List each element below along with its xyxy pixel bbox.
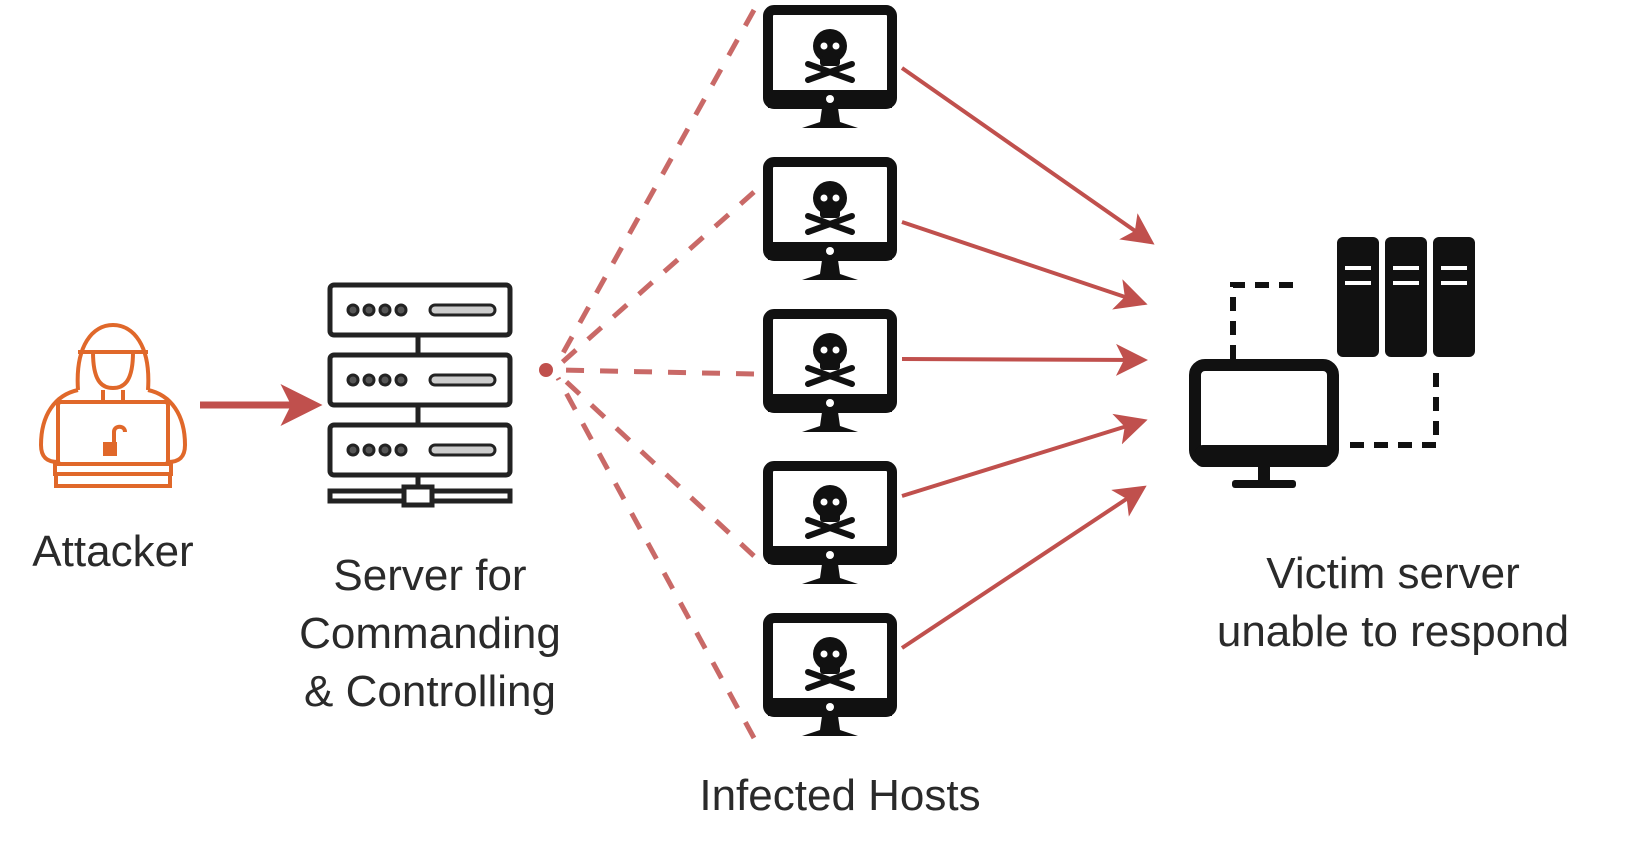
victim-server-icon: [1189, 237, 1475, 488]
infected-host-monitor-icon: [768, 10, 892, 128]
infected-hosts: [768, 10, 892, 736]
infected-hosts-label: Infected Hosts: [699, 771, 981, 820]
victim-label-line-1: Victim server: [1266, 549, 1520, 598]
command-link-dashed: [557, 367, 755, 377]
victim-label-line-2: unable to respond: [1216, 607, 1570, 656]
attack-arrow: [901, 220, 1148, 310]
command-links: [555, 8, 757, 740]
cnc-label-line-3: & Controlling: [304, 667, 556, 716]
cnc-server-icon: [327, 282, 513, 508]
attack-arrow: [901, 413, 1148, 498]
command-link-dashed: [555, 376, 757, 740]
infected-host-monitor-icon: [768, 162, 892, 280]
cnc-label-line-1: Server for: [333, 551, 527, 600]
attack-arrow: [901, 343, 1148, 376]
infected-host-monitor-icon: [768, 618, 892, 736]
infected-host-monitor-icon: [768, 466, 892, 584]
command-link-dashed: [555, 8, 757, 364]
attacker-icon: [38, 322, 188, 488]
infected-host-monitor-icon: [768, 314, 892, 432]
attack-arrows: [900, 66, 1155, 650]
cnc-label: Server for Commanding & Controlling: [240, 550, 620, 718]
command-link-dashed: [556, 372, 756, 558]
command-link-dashed: [556, 190, 756, 368]
attack-arrow: [900, 485, 1147, 650]
cnc-label-line-2: Commanding: [299, 609, 561, 658]
attacker-label: Attacker: [32, 527, 194, 576]
cnc-link-convergence: [539, 363, 553, 377]
attack-arrow: [900, 66, 1155, 245]
victim-label: Victim server unable to respond: [1140, 548, 1646, 658]
